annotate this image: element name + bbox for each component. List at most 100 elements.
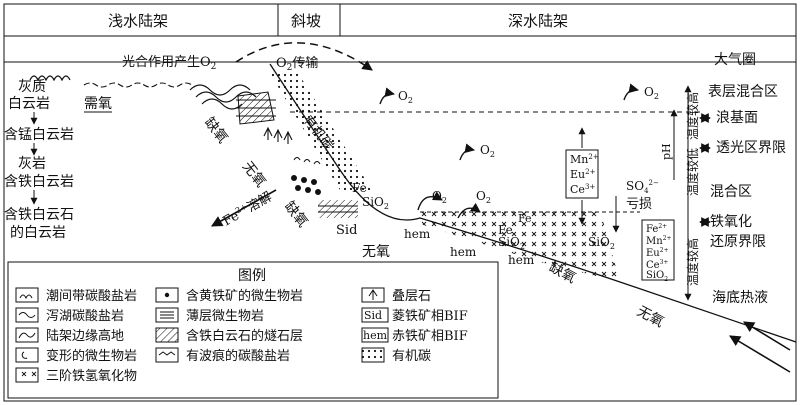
legend-sym-2 — [15, 327, 39, 343]
depletion-label: 亏损 — [626, 197, 652, 212]
legend-item-9: 叠层石 — [392, 289, 431, 304]
photic-label: 透光区界限 — [716, 140, 786, 156]
atmosphere-label: 大气圈 — [714, 52, 756, 68]
legend-box — [7, 261, 499, 399]
anoxic-label-1: 缺氧 — [201, 115, 231, 147]
left-seq-0: 灰质 — [18, 79, 46, 95]
zone-deep: 深水陆架 — [508, 12, 568, 30]
outer-frame — [3, 3, 797, 402]
anoxic-label-2: 缺氧 — [281, 199, 311, 231]
svg-text:Eu2+: Eu2+ — [646, 247, 669, 259]
photosynthesis-label: 光合作用产生O2 — [122, 55, 216, 72]
wave-base-label: 浪基面 — [716, 109, 758, 126]
legend-item-10: 菱铁矿相BIF — [392, 309, 468, 324]
legend-item-7: 含铁白云石的燧石层 — [186, 328, 303, 344]
mixed-label: 混合区 — [710, 184, 752, 200]
fe-label-slope: Fe — [352, 181, 367, 195]
ph-label: pH — [660, 143, 673, 160]
no-oxygen-label-1: 无氧 — [239, 159, 269, 191]
temp-low-label: 温度较低 — [685, 148, 700, 196]
o2-label-1: O2 — [398, 89, 413, 105]
legend-sym-9 — [361, 287, 385, 303]
left-seq-5: 含铁白云石 — [4, 207, 74, 223]
legend-item-3: 变形的微生物岩 — [46, 348, 137, 364]
sio2-label-1: SiO2 — [362, 195, 389, 211]
no-oxygen-label-2: 无氧 — [362, 244, 390, 260]
left-seq-6: 的白云岩 — [10, 225, 66, 241]
lagoon-wave — [83, 82, 193, 88]
fe-label-3: Fe — [518, 212, 532, 225]
hem-label-3: hem — [508, 253, 535, 267]
sio2-label-2: SiO2 — [498, 235, 525, 251]
o2-label-5: O2 — [476, 189, 491, 205]
stromatolite-marks — [263, 126, 293, 144]
svg-text:Ce3+: Ce3+ — [570, 183, 595, 196]
fe-mn-box: Fe2+ Mn2+ Eu2+ Ce3+ SiO2 — [641, 219, 675, 283]
svg-text:Mn2+: Mn2+ — [646, 235, 672, 247]
zone-slope: 斜坡 — [291, 12, 321, 30]
mixed-surface-label: 表层混合区 — [708, 84, 778, 100]
deformed-microbialite — [293, 157, 321, 165]
legend-item-4: 三阶铁氢氧化物 — [46, 369, 137, 384]
fe-label-deep: Fe — [498, 223, 513, 237]
microbialite-block — [236, 91, 276, 125]
legend-sym-3 — [15, 347, 39, 363]
legend-item-8: 有波痕的碳酸盐岩 — [186, 348, 290, 364]
o2-transport-label: O2传输 — [276, 55, 318, 73]
svg-text:Fe2+: Fe2+ — [646, 223, 667, 235]
left-seq-2: 含锰白云岩 — [4, 127, 74, 143]
intertidal-symbols — [29, 75, 71, 82]
legend-sym-sid: Sid — [364, 309, 382, 322]
sio2-label-3: SiO2 — [588, 235, 615, 251]
legend-sym-6 — [155, 307, 179, 323]
svg-text:SiO2: SiO2 — [646, 270, 668, 283]
temp-high2-label: 温度较高 — [685, 238, 700, 286]
o2-arrows — [379, 83, 639, 219]
svg-text:Mn2+: Mn2+ — [570, 153, 599, 166]
pyrite-microbialite — [291, 175, 321, 195]
siderite-beds — [318, 200, 358, 218]
legend-item-5: 含黄铁矿的微生物岩 — [186, 288, 303, 304]
legend-title: 图例 — [238, 268, 266, 284]
left-seq-1: 白云岩 — [8, 96, 50, 112]
no-oxygen-label-3: 无氧 — [634, 303, 666, 330]
o2-label-3: O2 — [644, 85, 659, 101]
legend-item-1: 泻湖碳酸盐岩 — [46, 309, 124, 324]
legend-sym-0 — [15, 287, 39, 303]
fe-hydroxide-zone — [420, 210, 620, 282]
sid-label: Sid — [336, 223, 357, 238]
legend-sym-7 — [155, 327, 179, 343]
fe-dissolve-arrow — [211, 189, 277, 227]
legend-sym-11 — [361, 327, 389, 343]
zone-shallow: 浅水陆架 — [108, 12, 168, 30]
legend-sym-hem: hem — [363, 329, 388, 342]
legend-sym-5 — [155, 287, 179, 303]
legend-sym-4 — [15, 367, 39, 383]
legend-sym-12 — [361, 347, 385, 363]
svg-text:Ce3+: Ce3+ — [646, 259, 668, 271]
hydrothermal-arrows — [729, 321, 791, 373]
mn-eu-ce-box: Mn2+ Eu2+ Ce3+ — [565, 149, 599, 199]
legend-item-6: 薄层微生物岩 — [186, 309, 264, 324]
legend-item-11: 赤铁矿相BIF — [392, 329, 468, 344]
hem-label-1: hem — [404, 227, 431, 241]
legend-item-0: 潮间带碳酸盐岩 — [46, 289, 137, 304]
legend-sym-1 — [15, 307, 39, 323]
demand-o2-label: 需氧 — [84, 96, 112, 112]
o2-label-2: O2 — [480, 143, 495, 159]
legend-sym-10 — [361, 307, 389, 323]
hem-label-2: hem — [450, 245, 477, 259]
left-seq-4: 含铁白云岩 — [4, 174, 74, 190]
so4-label: SO42− — [626, 179, 659, 195]
hydrothermal-label: 海底热液 — [712, 290, 768, 306]
right-double-arrows — [699, 113, 711, 227]
fe-dissolve-label: Fe2+溶解 — [220, 189, 275, 230]
redox-label-2: 还原界限 — [710, 234, 766, 250]
left-seq-3: 灰岩 — [18, 156, 46, 172]
legend-item-2: 陆架边缘高地 — [46, 328, 124, 344]
legend-item-12: 有机碳 — [392, 349, 431, 364]
temp-high-label: 温度较高 — [685, 92, 700, 140]
redox-label-1: 铁氧化 — [710, 214, 752, 230]
svg-text:Eu2+: Eu2+ — [570, 168, 596, 181]
